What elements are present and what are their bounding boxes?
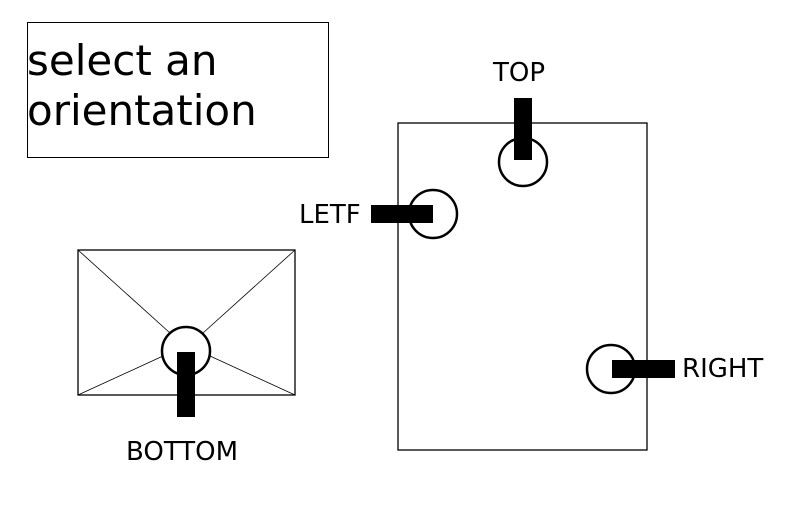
right-option-label[interactable]: RIGHT: [682, 354, 764, 384]
bottom-tab-marker[interactable]: [177, 352, 195, 417]
bottom-option-label[interactable]: BOTTOM: [126, 437, 239, 467]
left-option-label[interactable]: LETF: [299, 200, 361, 230]
envelope-flap-line-left: [77, 249, 171, 334]
left-tab-marker[interactable]: [371, 205, 433, 223]
page-graphic: [371, 98, 675, 451]
envelope-flap-line-right: [202, 249, 296, 334]
title-box: [27, 22, 329, 158]
envelope-graphic: [77, 249, 296, 417]
right-tab-marker[interactable]: [612, 360, 675, 378]
envelope-bottom-line-right: [209, 355, 296, 396]
envelope-bottom-line-left: [77, 355, 164, 396]
top-tab-marker[interactable]: [514, 98, 532, 160]
title-text: select an orientation: [27, 36, 257, 135]
top-option-label[interactable]: TOP: [493, 58, 546, 88]
